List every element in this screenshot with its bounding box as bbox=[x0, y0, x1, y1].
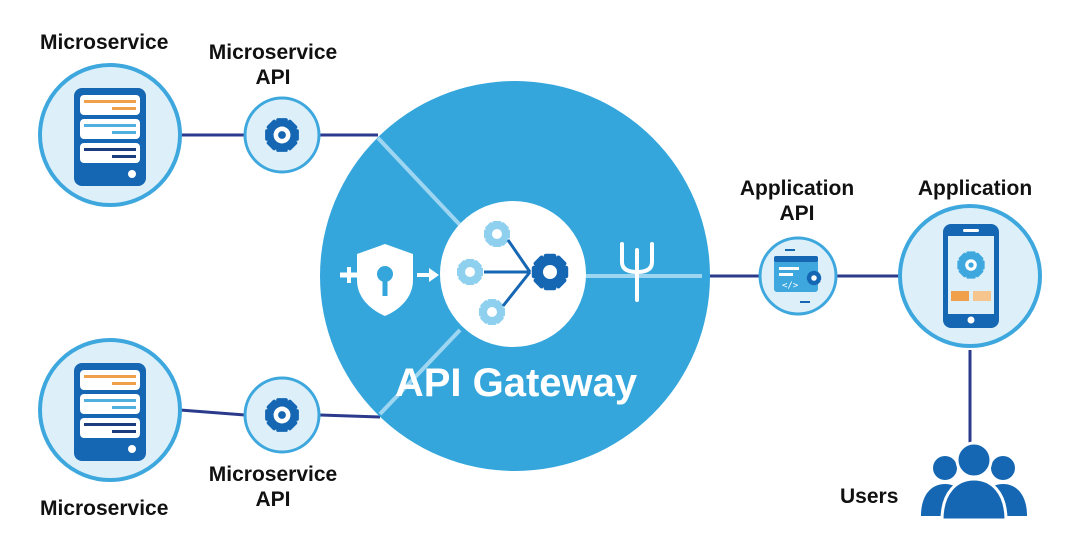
label-application: Application bbox=[917, 177, 1033, 200]
gear-sync-icon bbox=[265, 118, 299, 152]
microservice-bottom-node bbox=[38, 338, 182, 482]
fork-icon bbox=[620, 242, 654, 302]
microservice-top-node bbox=[38, 63, 182, 207]
connector-lines bbox=[179, 133, 972, 452]
microservice-api-top-node bbox=[243, 96, 321, 174]
server-icon bbox=[74, 363, 146, 461]
label-users: Users bbox=[840, 485, 899, 508]
svg-text:</>: </> bbox=[782, 281, 799, 291]
gateway-title: API Gateway bbox=[394, 361, 638, 405]
label-microservice-top: Microservice bbox=[40, 31, 169, 54]
label-application-api: Application API bbox=[739, 177, 855, 225]
application-node bbox=[898, 204, 1042, 348]
application-api-node: </> bbox=[758, 236, 838, 316]
label-microservice-bottom: Microservice bbox=[40, 497, 169, 520]
connector-api-bottom-to-gateway bbox=[319, 413, 381, 419]
gear-sync-icon bbox=[265, 398, 299, 432]
label-microservice-api-top: Microservice API bbox=[208, 41, 338, 89]
label-microservice-api-bottom: Microservice API bbox=[208, 463, 338, 511]
code-window-gear-icon: </> bbox=[774, 256, 822, 292]
api-gateway bbox=[320, 81, 710, 471]
gateway-spoke-bottom bbox=[378, 328, 462, 416]
mobile-phone-gear-icon bbox=[943, 224, 999, 328]
gears-routing-icon bbox=[440, 201, 586, 347]
gateway-spoke-top bbox=[376, 136, 462, 227]
users-group-icon bbox=[921, 441, 1027, 522]
shield-key-icon bbox=[340, 244, 439, 316]
server-icon bbox=[74, 88, 146, 186]
microservice-api-bottom-node bbox=[243, 376, 321, 454]
connector-ms-bottom-to-api bbox=[179, 408, 246, 417]
